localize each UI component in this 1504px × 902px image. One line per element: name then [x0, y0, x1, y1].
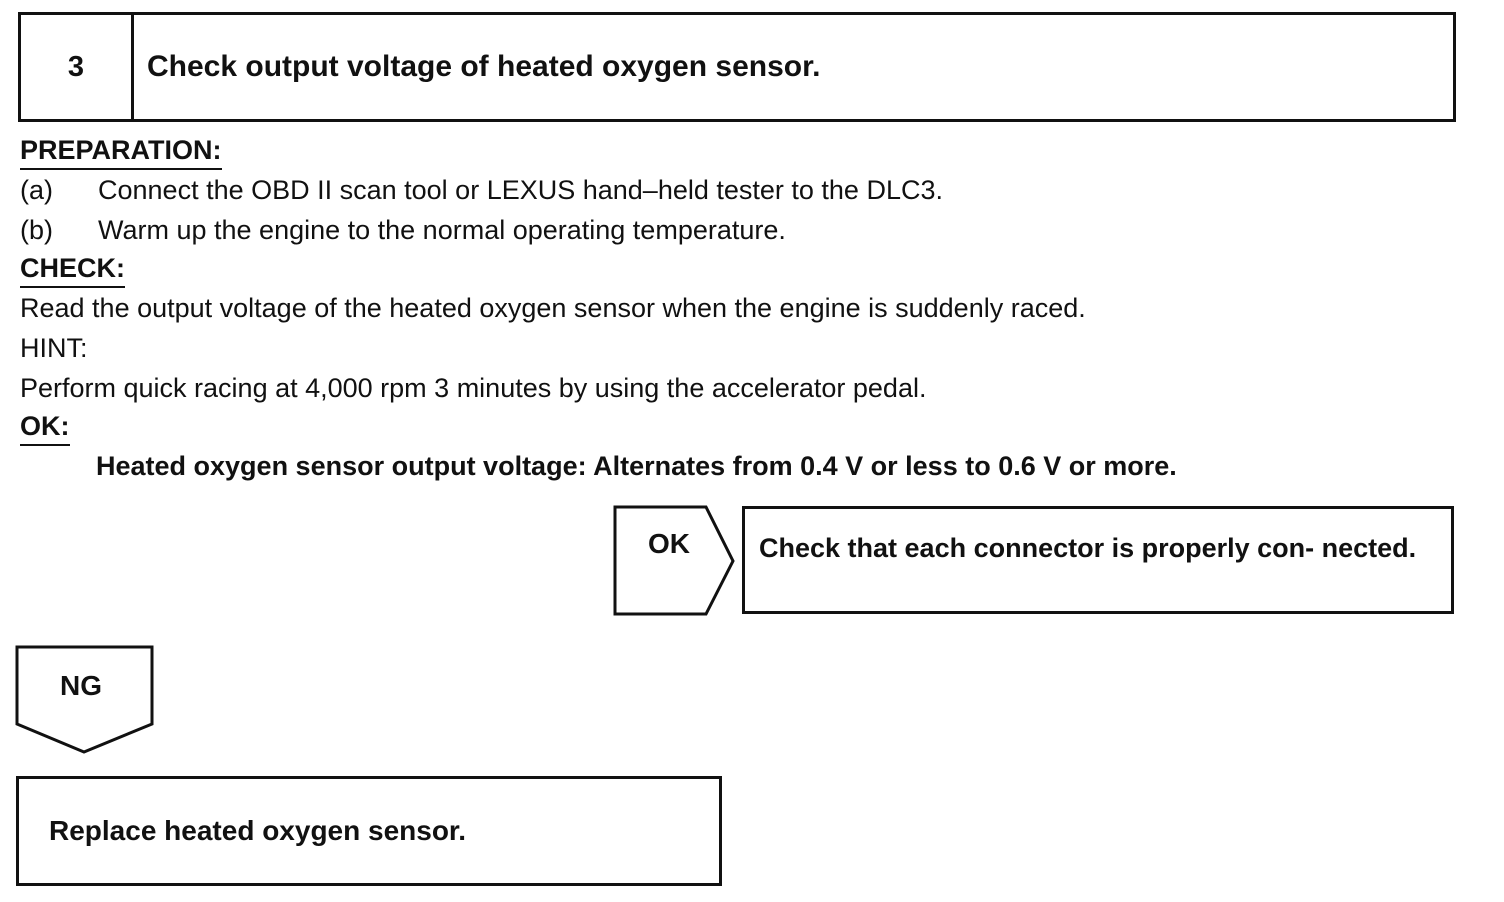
check-text: Read the output voltage of the heated ox…	[20, 293, 1086, 323]
step-header-box: 3 Check output voltage of heated oxygen …	[18, 12, 1456, 122]
ng-action-box: Replace heated oxygen sensor.	[16, 776, 722, 886]
hint-text: Perform quick racing at 4,000 rpm 3 minu…	[20, 373, 927, 403]
hint-label: HINT:	[20, 333, 88, 363]
step-title: Check output voltage of heated oxygen se…	[147, 50, 821, 83]
ok-action-box: Check that each connector is properly co…	[742, 506, 1454, 614]
ok-spec: Heated oxygen sensor output voltage: Alt…	[96, 451, 1177, 481]
ok-arrow-icon	[613, 505, 735, 616]
ng-flow-label: NG	[60, 670, 102, 701]
preparation-heading: PREPARATION:	[20, 134, 222, 170]
ng-arrow-icon	[15, 645, 154, 754]
preparation-item-text: Warm up the engine to the normal operati…	[98, 215, 786, 245]
preparation-item-letter: (a)	[20, 175, 53, 205]
step-number: 3	[21, 15, 134, 119]
ok-heading: OK:	[20, 410, 70, 446]
ok-action-text: Check that each connector is properly co…	[759, 533, 1417, 563]
ng-action-text: Replace heated oxygen sensor.	[49, 815, 467, 846]
check-heading: CHECK:	[20, 252, 125, 288]
preparation-item-letter: (b)	[20, 215, 53, 245]
preparation-item-b: (b) Warm up the engine to the normal oper…	[20, 214, 786, 246]
preparation-item-a: (a) Connect the OBD II scan tool or LEXUS…	[20, 174, 943, 206]
ok-flow-label: OK	[648, 528, 690, 559]
preparation-item-text: Connect the OBD II scan tool or LEXUS ha…	[98, 175, 943, 205]
